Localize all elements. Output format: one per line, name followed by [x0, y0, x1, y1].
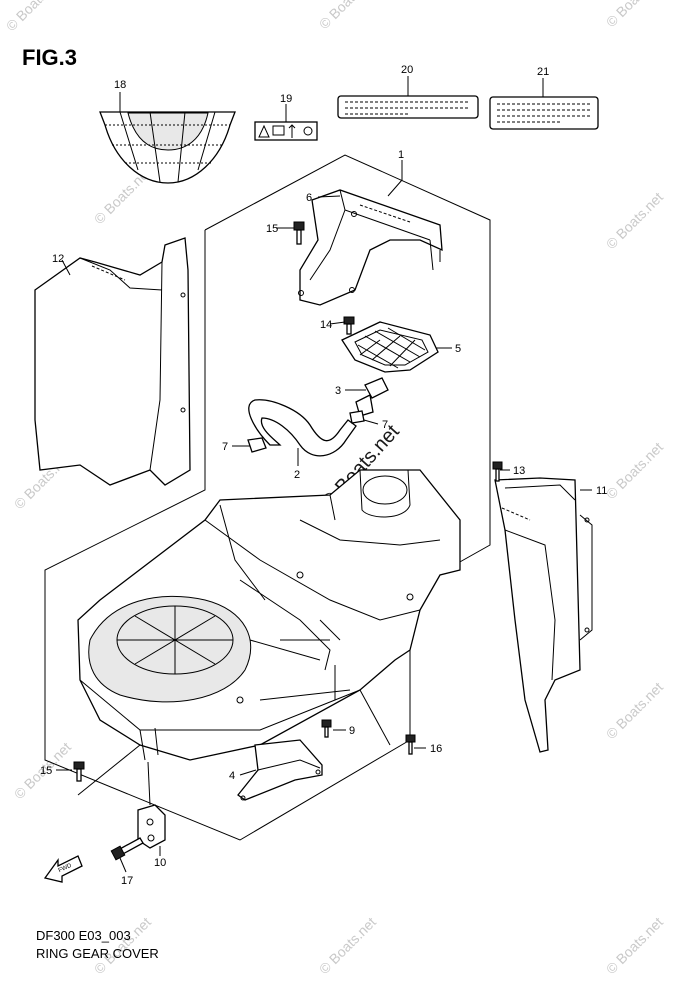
part-21-label [489, 96, 599, 130]
callout-10: 9 [349, 725, 355, 737]
watermark: © Boats.net [603, 679, 666, 742]
callout-17: 17 [121, 875, 133, 887]
callout-1: 1 [398, 149, 404, 161]
callout-11: 10 [154, 857, 166, 869]
callouts: 18 19 20 21 1 6 15 14 5 3 7 7 2 13 11 12… [40, 64, 607, 887]
figure-code: DF300 E03_003 [36, 928, 131, 943]
part-18-guard [99, 111, 236, 184]
part-8-bolt [343, 316, 355, 335]
watermark: © Boats.net [3, 0, 66, 34]
callout-12: 11 [596, 485, 607, 497]
callout-18: 18 [114, 79, 126, 91]
fwd-arrow-icon: FWD [43, 855, 83, 883]
part-16-bolt [405, 734, 416, 755]
main-ring-gear-cover [77, 469, 461, 761]
callout-8: 14 [320, 319, 332, 331]
callout-5: 5 [455, 343, 461, 355]
callout-13: 12 [52, 253, 64, 265]
leader-lines [56, 76, 592, 873]
part-15-bolt [73, 761, 85, 782]
part-4-bracket [237, 739, 323, 801]
part-20-label [337, 95, 479, 119]
part-14-bolt [492, 461, 503, 482]
callout-6: 6 [306, 192, 312, 204]
watermark: © Boats.net [603, 0, 666, 30]
callout-15: 15 [40, 765, 52, 777]
part-5-screen [341, 321, 439, 373]
callout-21: 21 [537, 66, 549, 78]
part-6-cover [298, 189, 443, 306]
watermark: © Boats.net [316, 0, 379, 32]
watermark: © Boats.net [316, 914, 379, 977]
callout-7a: 7 [222, 441, 228, 453]
part-12-panel [494, 477, 593, 753]
callout-3: 3 [335, 385, 341, 397]
part-3-fitting [355, 377, 389, 417]
callout-7b: 7 [382, 419, 388, 431]
figure-title: FIG.3 [22, 45, 77, 70]
figure-name: RING GEAR COVER [36, 946, 159, 961]
part-17-bolt [110, 837, 144, 861]
part-9-bolt [293, 221, 305, 245]
watermark: © Boats.net [603, 439, 666, 502]
callout-9: 15 [266, 223, 278, 235]
part-7-clip [247, 410, 365, 453]
watermark: © Boats.net [603, 189, 666, 252]
fwd-label: FWD [58, 863, 74, 874]
callout-16: 16 [430, 743, 442, 755]
part-13-panel [34, 237, 191, 486]
callout-19: 19 [280, 93, 292, 105]
callout-2: 2 [294, 469, 300, 481]
part-19-label [254, 121, 318, 141]
callout-14: 13 [513, 465, 525, 477]
callout-20: 20 [401, 64, 413, 76]
callout-4: 4 [229, 770, 235, 782]
watermark: © Boats.net [603, 914, 666, 977]
part-10-bolt [321, 719, 332, 738]
